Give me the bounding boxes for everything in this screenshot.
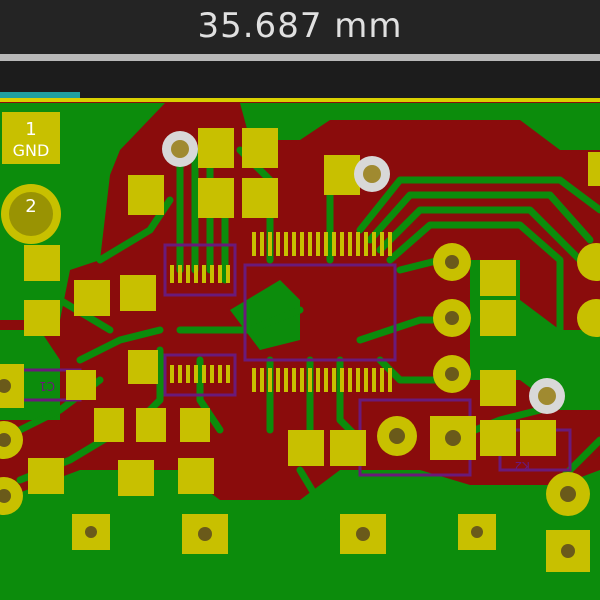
silkscreen-outlines bbox=[18, 243, 572, 477]
pad-1-gnd[interactable]: 1 GND bbox=[2, 112, 60, 164]
silk-ref-k2: K2 bbox=[514, 459, 530, 473]
pad-1-net-label: GND bbox=[13, 141, 50, 160]
square-th-pads bbox=[0, 364, 590, 572]
measurement-readout: 35.687 mm bbox=[197, 6, 403, 46]
smd-pads bbox=[24, 128, 600, 496]
copper-pour bbox=[0, 103, 600, 600]
board-edge-teal bbox=[0, 92, 80, 98]
measurement-line bbox=[0, 54, 600, 61]
pad-2-number: 2 bbox=[25, 196, 36, 217]
measurement-bar: 35.687 mm bbox=[0, 0, 600, 56]
silk-ref-c1: C1 bbox=[39, 379, 55, 393]
via-icon bbox=[162, 131, 565, 414]
round-th-pads bbox=[0, 243, 600, 516]
pad-1-number: 1 bbox=[25, 119, 36, 140]
board-edge-top bbox=[0, 98, 600, 102]
pad-2[interactable]: 2 bbox=[1, 184, 61, 244]
ic-fine-pitch-pads bbox=[170, 232, 392, 392]
